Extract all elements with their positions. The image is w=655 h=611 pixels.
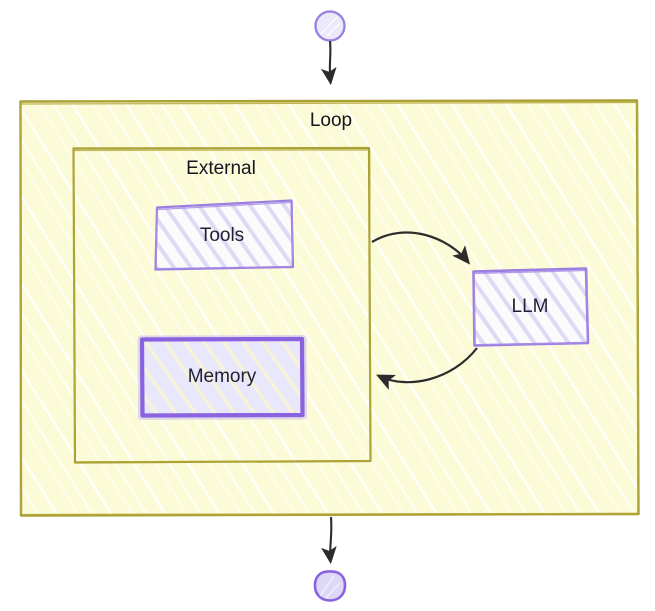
group-external-sketch-overlay xyxy=(73,149,371,463)
node-memory[interactable]: Memory xyxy=(137,335,307,420)
edge-start-to-loop-path xyxy=(320,40,337,86)
edge-loop-to-end-path xyxy=(321,516,337,565)
node-end[interactable] xyxy=(313,570,347,602)
node-tools-label: Tools xyxy=(200,225,244,246)
group-loop-label: Loop xyxy=(310,110,352,131)
node-memory-body xyxy=(139,336,305,418)
node-tools-sketch-overlay xyxy=(155,201,293,270)
node-llm-label: LLM xyxy=(512,296,549,317)
group-external-label: External xyxy=(186,158,256,179)
end-blob-icon xyxy=(313,570,347,602)
edge-loop-to-end xyxy=(321,516,337,565)
edge-llm-to-external-path xyxy=(376,347,478,390)
edge-start-to-loop xyxy=(320,40,337,86)
edge-llm-to-external xyxy=(376,347,478,390)
node-llm-sketch-overlay xyxy=(473,269,588,346)
node-tools[interactable]: Tools xyxy=(154,199,295,271)
node-llm[interactable]: LLM xyxy=(472,267,590,347)
group-loop-sketch-overlay xyxy=(20,101,639,516)
end-blob-sheen xyxy=(319,575,341,599)
node-start[interactable] xyxy=(314,10,346,42)
start-circle-sheen xyxy=(320,16,341,37)
start-circle-icon xyxy=(314,10,346,42)
edge-external-to-llm xyxy=(371,231,471,265)
edge-external-to-llm-path xyxy=(371,231,471,265)
node-memory-label: Memory xyxy=(188,366,257,387)
